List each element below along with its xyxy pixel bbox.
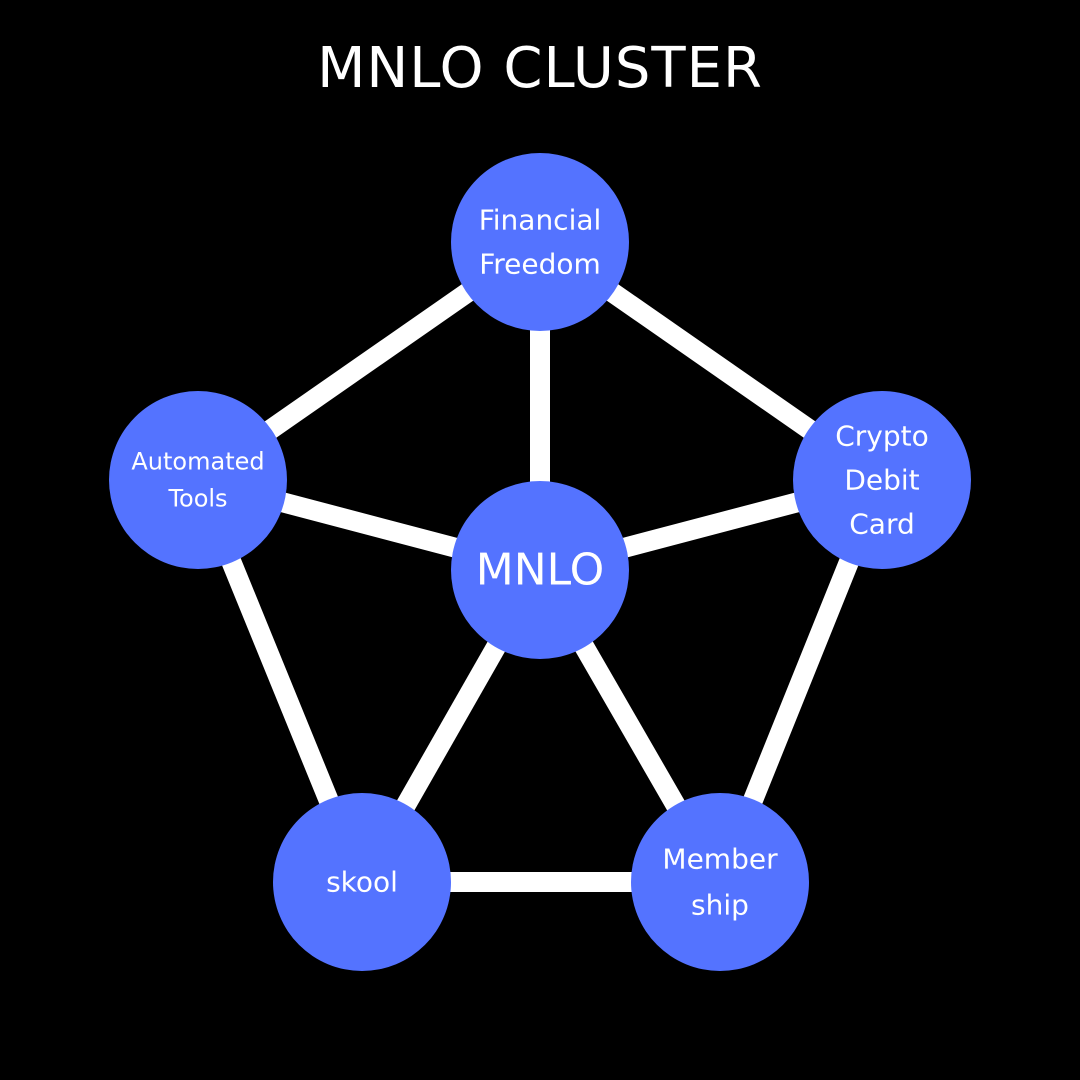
node-circle-skool bbox=[273, 793, 451, 971]
node-label-crypto-debit-card: Card bbox=[849, 508, 915, 541]
node-label-membership: Member bbox=[662, 843, 778, 876]
node-circle-mnlo bbox=[451, 481, 629, 659]
diagram-title: MNLO CLUSTER bbox=[317, 36, 763, 101]
node-label-financial-freedom: Freedom bbox=[479, 248, 601, 281]
node-label-mnlo: MNLO bbox=[476, 545, 604, 596]
node-label-automated-tools: Automated bbox=[131, 448, 264, 476]
node-label-crypto-debit-card: Debit bbox=[844, 464, 919, 497]
node-skool: skool bbox=[273, 793, 451, 971]
node-label-crypto-debit-card: Crypto bbox=[835, 420, 929, 453]
node-circle-crypto-debit-card bbox=[793, 391, 971, 569]
node-mnlo: MNLO bbox=[451, 481, 629, 659]
node-label-automated-tools: Tools bbox=[167, 485, 227, 513]
node-circle-automated-tools bbox=[109, 391, 287, 569]
node-label-membership: ship bbox=[691, 889, 749, 922]
node-membership: Member ship bbox=[631, 793, 809, 971]
node-label-skool: skool bbox=[326, 866, 398, 899]
node-label-financial-freedom: Financial bbox=[479, 204, 602, 237]
node-circle-financial-freedom bbox=[451, 153, 629, 331]
node-circle-membership bbox=[631, 793, 809, 971]
